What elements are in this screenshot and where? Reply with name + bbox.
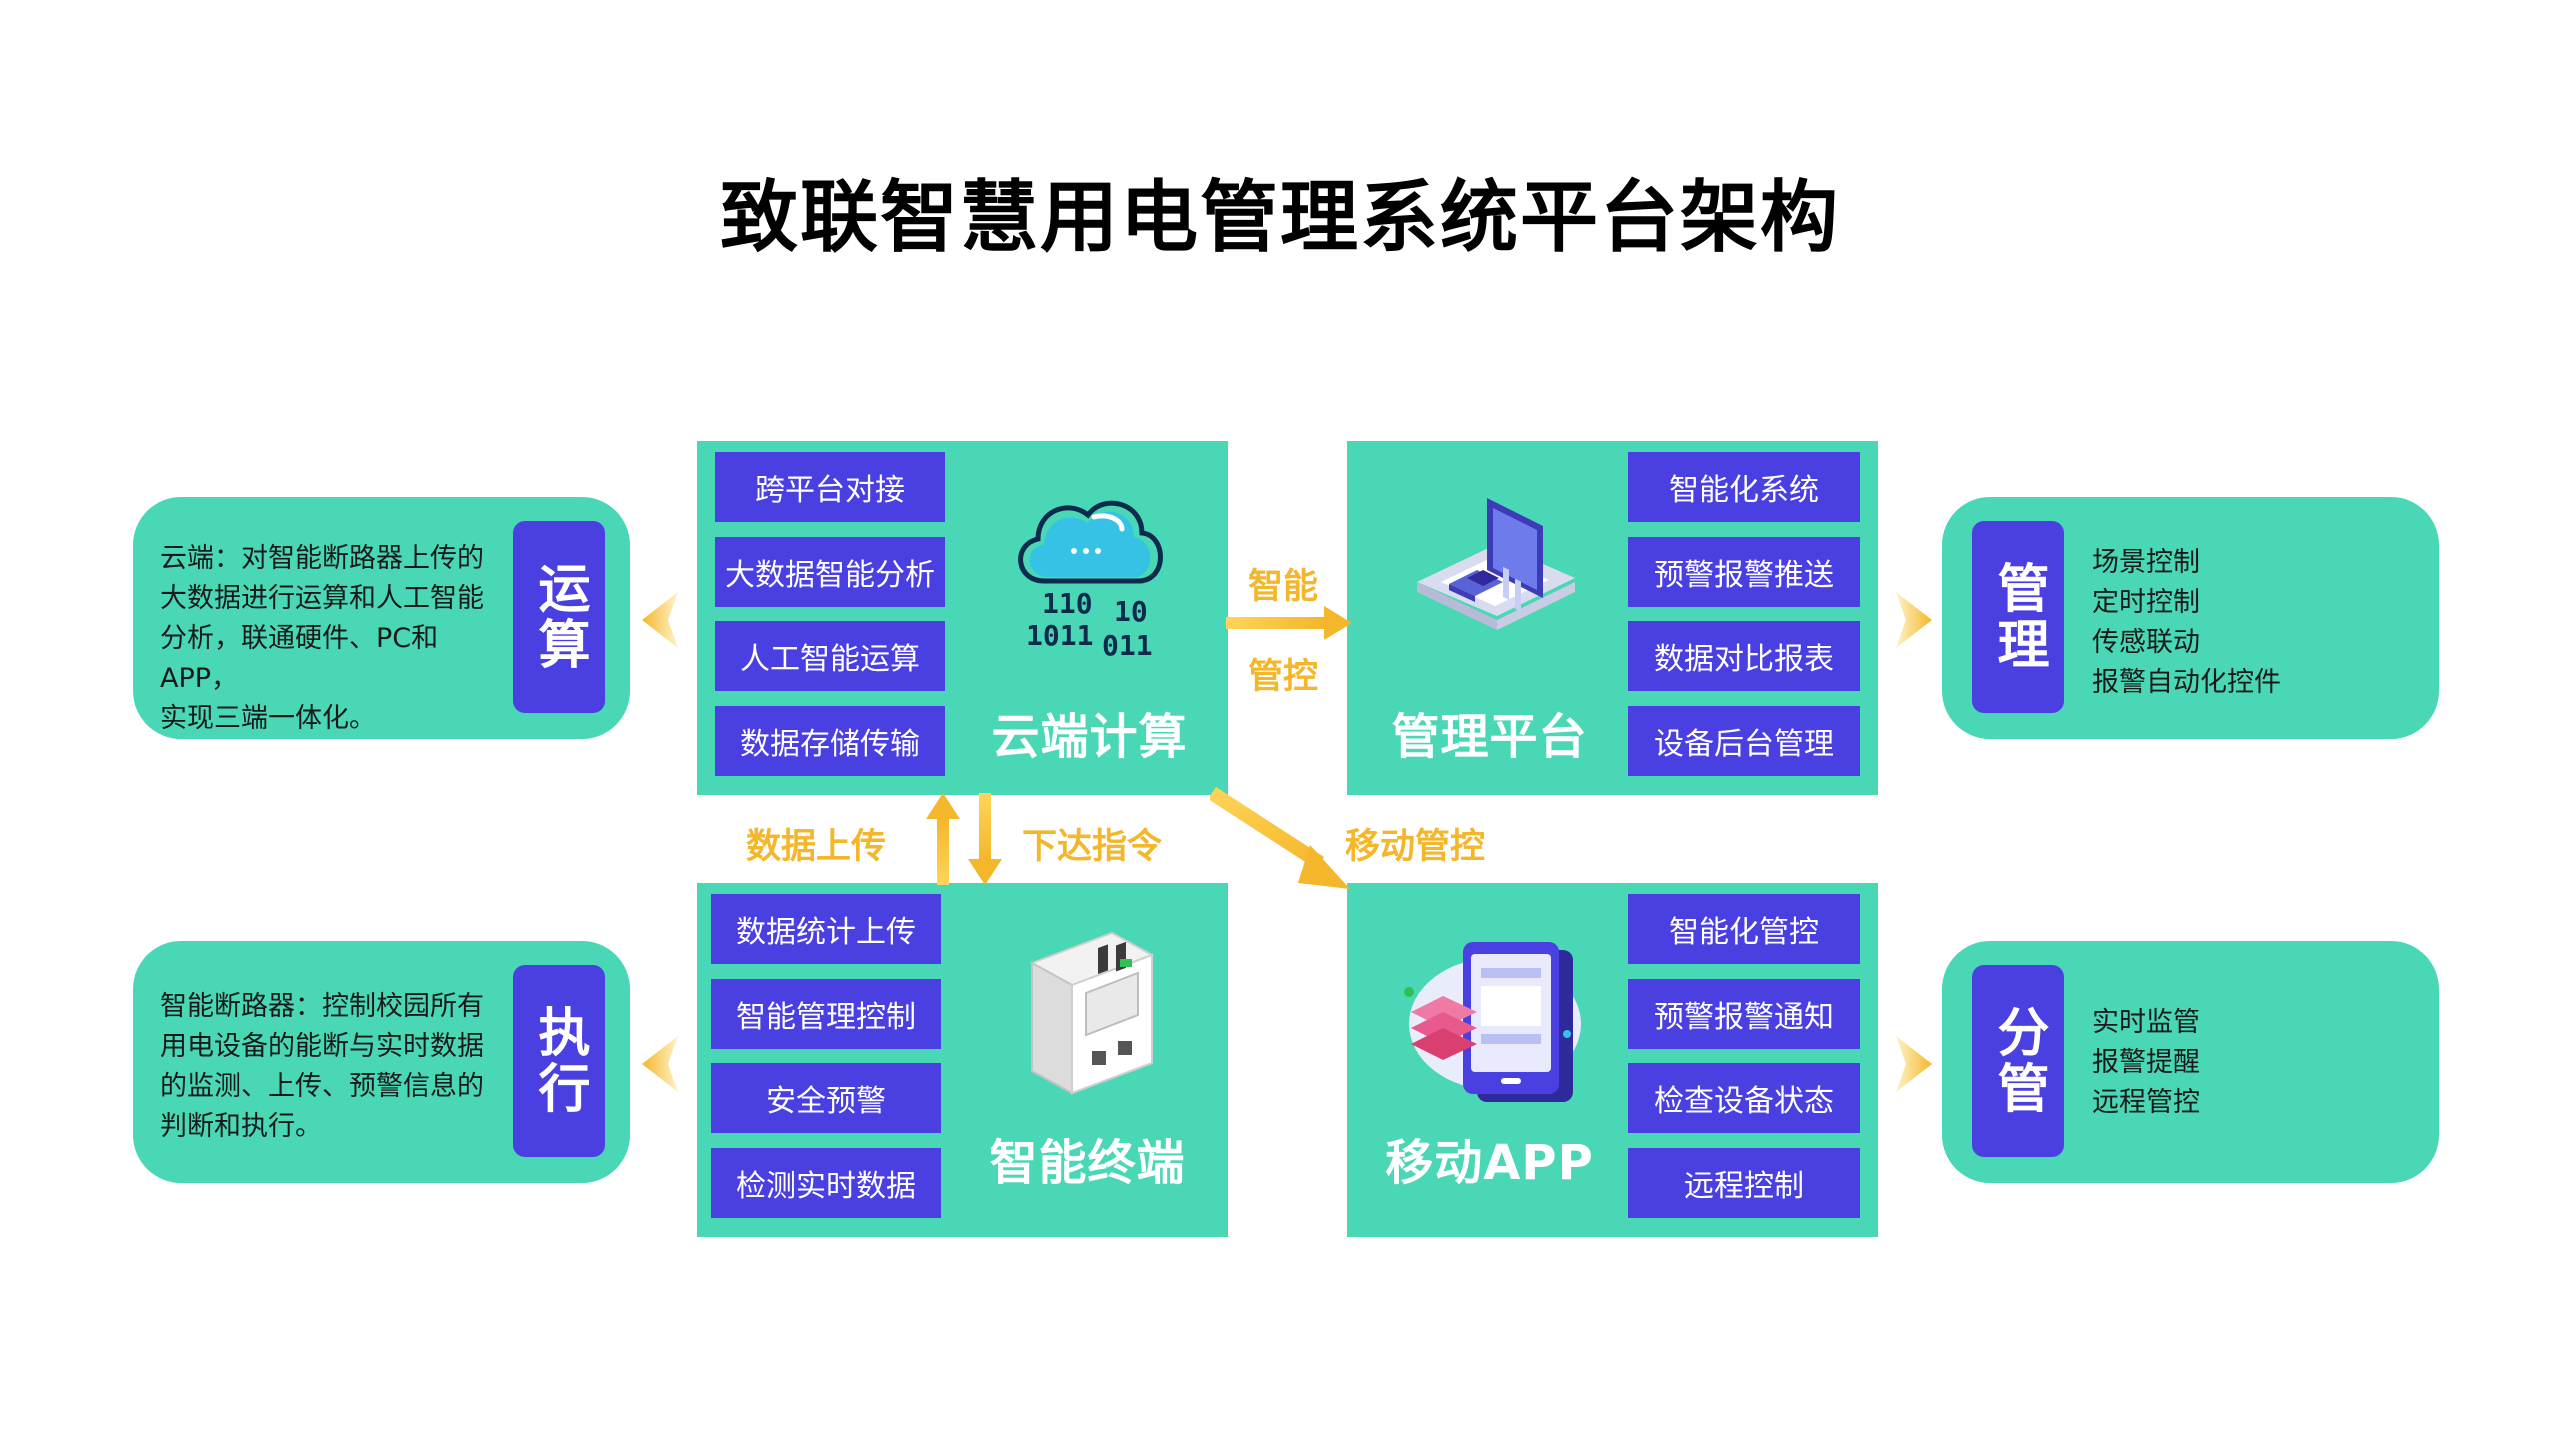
side-card-branch: 分管 实时监管 报警提醒 远程管控 (1942, 941, 2439, 1183)
panel-platform: 智能化系统 预警报警推送 数据对比报表 设备后台管理 管理平台 (1347, 441, 1878, 795)
side-line: 传感联动 (2092, 627, 2200, 658)
panel-cloud: 跨平台对接 大数据智能分析 人工智能运算 数据存储传输 110 10 1011 … (697, 441, 1228, 795)
side-line: 场景控制 (2092, 547, 2200, 578)
side-line: 远程管控 (2092, 1087, 2200, 1118)
side-line: 报警自动化控件 (2092, 667, 2281, 698)
mobile-item: 智能化管控 (1628, 894, 1860, 964)
arrow-up-icon (926, 793, 960, 885)
side-line: 定时控制 (2092, 587, 2200, 618)
terminal-item: 数据统计上传 (711, 894, 941, 964)
arrow-right-icon (1226, 606, 1352, 640)
flow-label-upload: 数据上传 (746, 827, 887, 867)
svg-text:011: 011 (1102, 629, 1153, 662)
cloud-item: 数据存储传输 (715, 706, 945, 776)
platform-item: 智能化系统 (1628, 452, 1860, 522)
flow-label-mobile-control: 移动管控 (1345, 827, 1486, 867)
platform-item: 预警报警推送 (1628, 537, 1860, 607)
circuit-breaker-icon (1029, 931, 1155, 1095)
platform-label: 管理平台 (1391, 709, 1588, 765)
mobile-item: 预警报警通知 (1628, 979, 1860, 1049)
mobile-label: 移动APP (1385, 1135, 1594, 1191)
arrow-down-icon (968, 793, 1002, 885)
svg-text:1011: 1011 (1026, 619, 1093, 652)
mobile-item: 远程控制 (1628, 1148, 1860, 1218)
side-card-execute: 智能断路器：控制校园所有 用电设备的能断与实时数据 的监测、上传、预警信息的 判… (133, 941, 630, 1183)
platform-item: 设备后台管理 (1628, 706, 1860, 776)
svg-text:10: 10 (1114, 595, 1148, 628)
side-line: 用电设备的能断与实时数据 (160, 1031, 484, 1062)
cloud-label: 云端计算 (991, 709, 1188, 765)
side-line: 报警提醒 (2092, 1047, 2200, 1078)
side-card-manage-text: 场景控制 定时控制 传感联动 报警自动化控件 (2092, 543, 2412, 703)
mobile-item: 检查设备状态 (1628, 1063, 1860, 1133)
page-title: 致联智慧用电管理系统平台架构 (719, 173, 1840, 263)
side-line: 实现三端一体化。 (160, 703, 376, 734)
side-line: 大数据进行运算和人工智能 (160, 583, 484, 614)
flow-label-command: 下达指令 (1022, 827, 1163, 867)
cloud-binary-icon: 110 10 1011 011 (1018, 500, 1163, 662)
mobile-app-icon (1404, 942, 1581, 1102)
side-line: 云端：对智能断路器上传的 (160, 543, 484, 574)
badge-execute: 执行 (513, 965, 605, 1157)
svg-text:110: 110 (1042, 587, 1093, 620)
side-card-manage: 管理 场景控制 定时控制 传感联动 报警自动化控件 (1942, 497, 2439, 739)
side-line: 判断和执行。 (160, 1111, 322, 1142)
chevron-left-icon (642, 1036, 678, 1092)
badge-manage: 管理 (1972, 521, 2064, 713)
cloud-item: 人工智能运算 (715, 621, 945, 691)
terminal-item: 检测实时数据 (711, 1148, 941, 1218)
badge-compute: 运算 (513, 521, 605, 713)
terminal-item: 智能管理控制 (711, 979, 941, 1049)
arrow-diagonal-icon (1210, 787, 1350, 889)
cloud-item: 跨平台对接 (715, 452, 945, 522)
side-line: 的监测、上传、预警信息的 (160, 1071, 484, 1102)
side-line: 实时监管 (2092, 1007, 2200, 1038)
chevron-right-icon (1896, 592, 1932, 648)
side-card-execute-text: 智能断路器：控制校园所有 用电设备的能断与实时数据 的监测、上传、预警信息的 判… (160, 987, 500, 1147)
flow-label-control: 管控 (1248, 657, 1319, 697)
panel-terminal: 数据统计上传 智能管理控制 安全预警 检测实时数据 智能终端 (697, 883, 1228, 1237)
chevron-right-icon (1896, 1036, 1932, 1092)
chevron-left-icon (642, 592, 678, 648)
badge-branch: 分管 (1972, 965, 2064, 1157)
flow-label-smart: 智能 (1248, 567, 1319, 607)
side-card-compute-text: 云端：对智能断路器上传的 大数据进行运算和人工智能 分析，联通硬件、PC和APP… (160, 539, 500, 739)
side-line: 分析，联通硬件、PC和APP， (160, 623, 439, 694)
computer-platform-icon (1417, 498, 1575, 630)
cloud-item: 大数据智能分析 (715, 537, 945, 607)
side-card-compute: 云端：对智能断路器上传的 大数据进行运算和人工智能 分析，联通硬件、PC和APP… (133, 497, 630, 739)
terminal-label: 智能终端 (989, 1135, 1186, 1191)
terminal-item: 安全预警 (711, 1063, 941, 1133)
panel-mobile: 智能化管控 预警报警通知 检查设备状态 远程控制 移动APP (1347, 883, 1878, 1237)
side-line: 智能断路器：控制校园所有 (160, 991, 484, 1022)
side-card-branch-text: 实时监管 报警提醒 远程管控 (2092, 1003, 2412, 1123)
platform-item: 数据对比报表 (1628, 621, 1860, 691)
